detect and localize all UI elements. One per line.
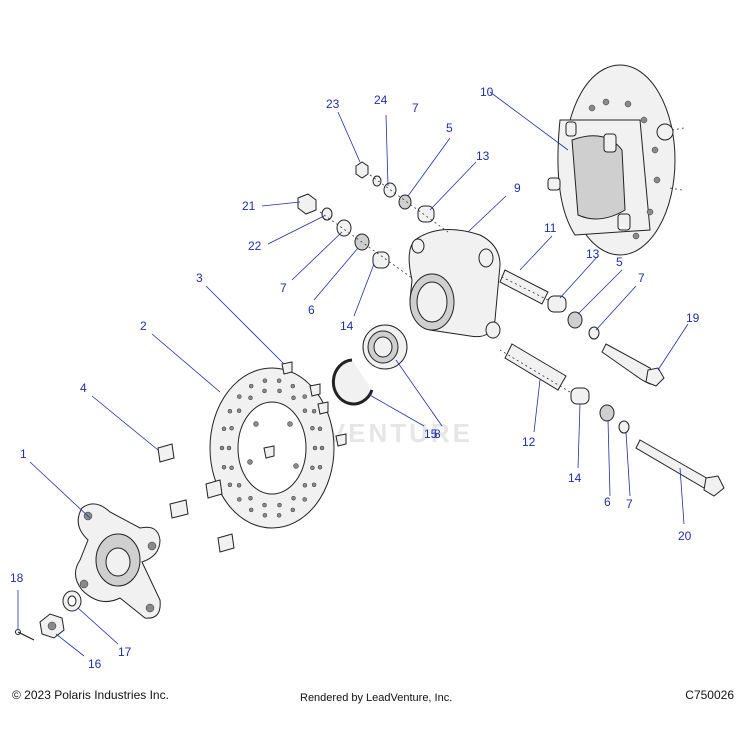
upper-hardware bbox=[297, 161, 449, 279]
disc-drill-hole bbox=[290, 383, 296, 389]
disc-drill-hole bbox=[302, 394, 307, 399]
callout-16: 16 bbox=[88, 657, 102, 671]
disc-drill-hole bbox=[219, 445, 225, 451]
disc-drill-hole bbox=[302, 497, 307, 502]
disc-drill-hole bbox=[311, 408, 317, 414]
disc-drill-hole bbox=[302, 483, 308, 488]
disc-drill-hole bbox=[276, 513, 282, 518]
cotter-pin bbox=[15, 629, 35, 641]
callout-7-right: 7 bbox=[638, 271, 645, 285]
callout-17: 17 bbox=[118, 645, 132, 659]
callout-20: 20 bbox=[678, 529, 692, 543]
wheel-hub bbox=[75, 503, 161, 619]
drawing-id: C750026 bbox=[685, 688, 734, 702]
disc-drill-hole bbox=[262, 388, 267, 394]
disc-drill-hole bbox=[248, 495, 253, 501]
callout-5-upper: 5 bbox=[446, 121, 453, 135]
disc-drill-hole bbox=[237, 394, 242, 399]
callout-18: 18 bbox=[10, 571, 24, 585]
disc-drill-hole bbox=[302, 408, 308, 413]
disc-drill-hole bbox=[229, 425, 234, 431]
callout-9: 9 bbox=[514, 181, 521, 195]
disc-drill-hole bbox=[317, 426, 323, 432]
callout-3: 3 bbox=[196, 271, 203, 285]
callout-14-lower: 14 bbox=[568, 471, 582, 485]
disc-drill-hole bbox=[226, 445, 232, 451]
disc-drill-hole bbox=[291, 495, 296, 501]
disc-drill-hole bbox=[227, 482, 233, 488]
disc-drill-hole bbox=[310, 465, 315, 471]
disc-drill-hole bbox=[248, 507, 254, 513]
callout-5-right: 5 bbox=[616, 255, 623, 269]
callout-6-lower: 6 bbox=[604, 495, 611, 509]
callout-2: 2 bbox=[140, 319, 147, 333]
callout-13-right: 13 bbox=[586, 247, 600, 261]
disc-drill-hole bbox=[317, 464, 323, 470]
callout-11: 11 bbox=[544, 221, 557, 235]
disc-drill-hole bbox=[277, 502, 282, 508]
callout-13-upper: 13 bbox=[476, 149, 490, 163]
callout-22: 22 bbox=[248, 239, 262, 253]
leader-lines bbox=[17, 91, 689, 657]
callout-8: 8 bbox=[434, 427, 441, 441]
callout-14-upper: 14 bbox=[340, 319, 354, 333]
disc-drill-hole bbox=[319, 445, 325, 451]
knuckle bbox=[408, 229, 501, 339]
callout-23: 23 bbox=[326, 97, 340, 111]
disc-drill-hole bbox=[290, 507, 296, 513]
disc-drill-hole bbox=[248, 383, 254, 389]
callout-21: 21 bbox=[242, 199, 256, 213]
callout-24: 24 bbox=[374, 93, 388, 107]
disc-drill-hole bbox=[291, 395, 296, 401]
disc-drill-hole bbox=[312, 445, 318, 451]
disc-drill-hole bbox=[221, 426, 227, 432]
callout-19: 19 bbox=[686, 311, 700, 325]
disc-drill-hole bbox=[277, 388, 282, 394]
callout-10: 10 bbox=[480, 85, 494, 99]
disc-drill-hole bbox=[236, 483, 242, 488]
hub-washer bbox=[62, 590, 82, 612]
disc-drill-hole bbox=[262, 378, 268, 383]
callout-15: 15 bbox=[424, 427, 438, 441]
callout-7-top: 7 bbox=[412, 101, 419, 115]
disc-drill-hole bbox=[237, 497, 242, 502]
disc-drill-hole bbox=[262, 502, 267, 508]
callout-4: 4 bbox=[80, 381, 87, 395]
rendered-by-text: Rendered by LeadVenture, Inc. bbox=[300, 692, 453, 704]
disc-drill-hole bbox=[310, 425, 315, 431]
callout-labels: 1 2 3 4 5 5 6 6 7 7 7 7 8 9 10 11 12 13 … bbox=[10, 85, 700, 671]
disc-drill-hole bbox=[276, 378, 282, 383]
disc-drill-hole bbox=[248, 395, 253, 401]
wheel-bearing bbox=[362, 324, 408, 370]
castle-nut bbox=[39, 613, 65, 639]
disc-drill-hole bbox=[229, 465, 234, 471]
right-hardware bbox=[499, 269, 725, 497]
disc-drill-hole bbox=[262, 513, 268, 518]
snap-ring bbox=[331, 358, 374, 406]
callout-7-left: 7 bbox=[280, 281, 287, 295]
caliper-assembly bbox=[547, 64, 685, 256]
copyright-text: © 2023 Polaris Industries Inc. bbox=[12, 688, 169, 702]
callout-7-lower: 7 bbox=[626, 497, 633, 511]
disc-drill-hole bbox=[227, 408, 233, 414]
disc-drill-hole bbox=[311, 482, 317, 488]
wheel-studs bbox=[157, 361, 347, 553]
disc-drill-hole bbox=[221, 464, 227, 470]
disc-drill-hole bbox=[236, 408, 242, 413]
callout-12: 12 bbox=[522, 435, 536, 449]
callout-6-upper: 6 bbox=[308, 303, 315, 317]
callout-1: 1 bbox=[20, 447, 27, 461]
